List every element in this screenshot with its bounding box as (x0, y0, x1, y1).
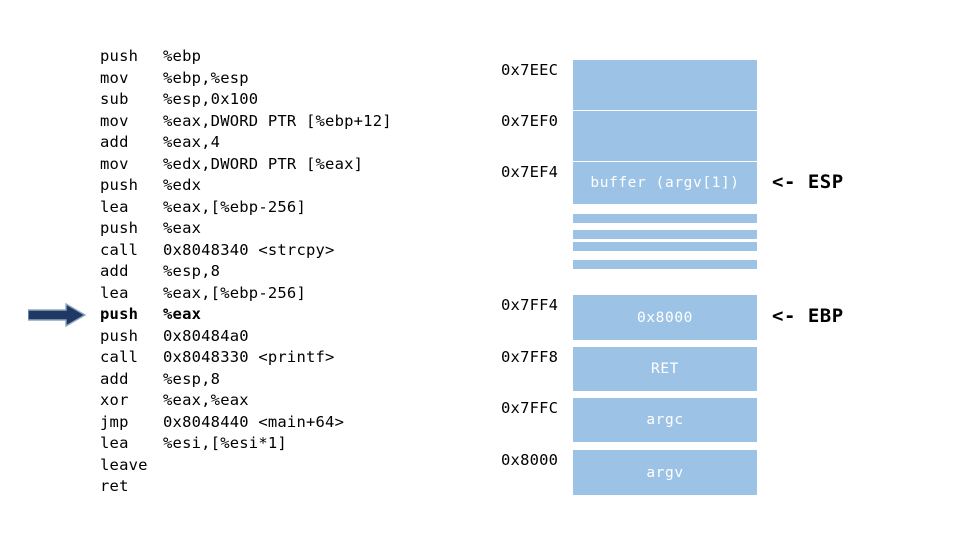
instruction-mnemonic: push (100, 176, 139, 194)
instruction-mnemonic: ret (100, 477, 129, 495)
stack-address-label: 0x8000 (501, 451, 559, 469)
instruction-mnemonic: xor (100, 391, 129, 409)
instruction-mnemonic: add (100, 262, 129, 280)
stack-address-label: 0x7FFC (501, 399, 559, 417)
instruction-mnemonic: lea (100, 434, 129, 452)
instruction-operands: %esp,8 (163, 262, 221, 280)
stack-cell-filler (573, 230, 757, 239)
instruction-mnemonic: push (100, 305, 139, 323)
instruction-mnemonic: mov (100, 68, 129, 87)
instruction-mnemonic: sub (100, 90, 129, 108)
instruction-mnemonic: push (100, 326, 139, 345)
code-line: mov %edx,DWORD PTR [%eax] (100, 154, 480, 176)
register-marker-ebp: <- EBP (772, 305, 844, 327)
instruction-operands: %ebp,%esp (163, 68, 249, 87)
instruction-operands: %esi,[%esi*1] (163, 434, 287, 452)
instruction-operands: %eax,%eax (163, 391, 249, 409)
register-marker-esp: <- ESP (772, 171, 844, 193)
instruction-operands: %eax (163, 219, 202, 237)
instruction-mnemonic: add (100, 369, 129, 388)
code-line: lea %esi,[%esi*1] (100, 433, 480, 455)
code-line: push %eax (100, 218, 480, 240)
stack-address-label: 0x7EEC (501, 61, 559, 79)
code-line: lea %eax,[%ebp-256] (100, 283, 480, 305)
code-line: sub %esp,0x100 (100, 89, 480, 111)
instruction-operands: %esp,8 (163, 369, 221, 388)
stack-cell: argc (573, 398, 757, 442)
code-line: add %eax,4 (100, 132, 480, 154)
code-line: jmp 0x8048440 <main+64> (100, 412, 480, 434)
instruction-mnemonic: call (100, 348, 139, 366)
stack-address-label: 0x7EF0 (501, 112, 559, 130)
code-line: ret (100, 476, 480, 498)
right-arrow-icon (27, 302, 87, 328)
stack-address-label: 0x7EF4 (501, 163, 559, 181)
code-line: mov %eax,DWORD PTR [%ebp+12] (100, 111, 480, 133)
stack-cell-filler (573, 214, 757, 223)
instruction-operands: %eax,DWORD PTR [%ebp+12] (163, 111, 392, 130)
stack-cell (573, 111, 757, 161)
instruction-operands: 0x8048440 <main+64> (163, 412, 345, 431)
code-line: xor %eax,%eax (100, 390, 480, 412)
code-line: mov %ebp,%esp (100, 68, 480, 90)
stack-cell: RET (573, 347, 757, 391)
instruction-mnemonic: jmp (100, 412, 129, 431)
code-line-current: push %eax (100, 304, 480, 326)
code-line: call 0x8048330 <printf> (100, 347, 480, 369)
code-line: lea %eax,[%ebp-256] (100, 197, 480, 219)
instruction-operands: %eax (163, 305, 202, 323)
instruction-mnemonic: mov (100, 111, 129, 130)
disassembly-listing: push %ebp mov %ebp,%esp sub %esp,0x100 mov %eax… (100, 46, 480, 498)
instruction-operands: %edx (163, 176, 202, 194)
instruction-operands: %ebp (163, 47, 202, 65)
stack-cell: argv (573, 450, 757, 495)
code-line: push 0x80484a0 (100, 326, 480, 348)
code-line: call 0x8048340 <strcpy> (100, 240, 480, 262)
instruction-mnemonic: add (100, 133, 129, 151)
instruction-operands: %eax,4 (163, 133, 221, 151)
stack-address-label: 0x7FF8 (501, 348, 559, 366)
stack-cell-filler (573, 242, 757, 251)
instruction-operands: %eax,[%ebp-256] (163, 283, 306, 302)
instruction-operands: %esp,0x100 (163, 90, 259, 108)
instruction-operands: %edx,DWORD PTR [%eax] (163, 154, 364, 173)
instruction-operands: 0x80484a0 (163, 326, 249, 345)
instruction-mnemonic: push (100, 219, 139, 237)
stack-cell-filler (573, 260, 757, 269)
code-line: leave (100, 455, 480, 477)
instruction-mnemonic: push (100, 47, 139, 65)
instruction-pointer-arrow (27, 302, 87, 328)
instruction-operands: %eax,[%ebp-256] (163, 197, 306, 216)
stack-address-label: 0x7FF4 (501, 296, 559, 314)
code-line: push %edx (100, 175, 480, 197)
instruction-mnemonic: leave (100, 455, 148, 474)
instruction-mnemonic: mov (100, 154, 129, 173)
code-line: add %esp,8 (100, 261, 480, 283)
code-line: add %esp,8 (100, 369, 480, 391)
stack-cell: 0x8000 (573, 295, 757, 340)
instruction-operands: 0x8048340 <strcpy> (163, 240, 335, 259)
stack-cell: buffer (argv[1]) (573, 162, 757, 204)
instruction-operands: 0x8048330 <printf> (163, 348, 335, 366)
instruction-mnemonic: lea (100, 197, 129, 216)
code-line: push %ebp (100, 46, 480, 68)
stack-cell (573, 60, 757, 110)
instruction-mnemonic: call (100, 240, 139, 259)
instruction-mnemonic: lea (100, 283, 129, 302)
